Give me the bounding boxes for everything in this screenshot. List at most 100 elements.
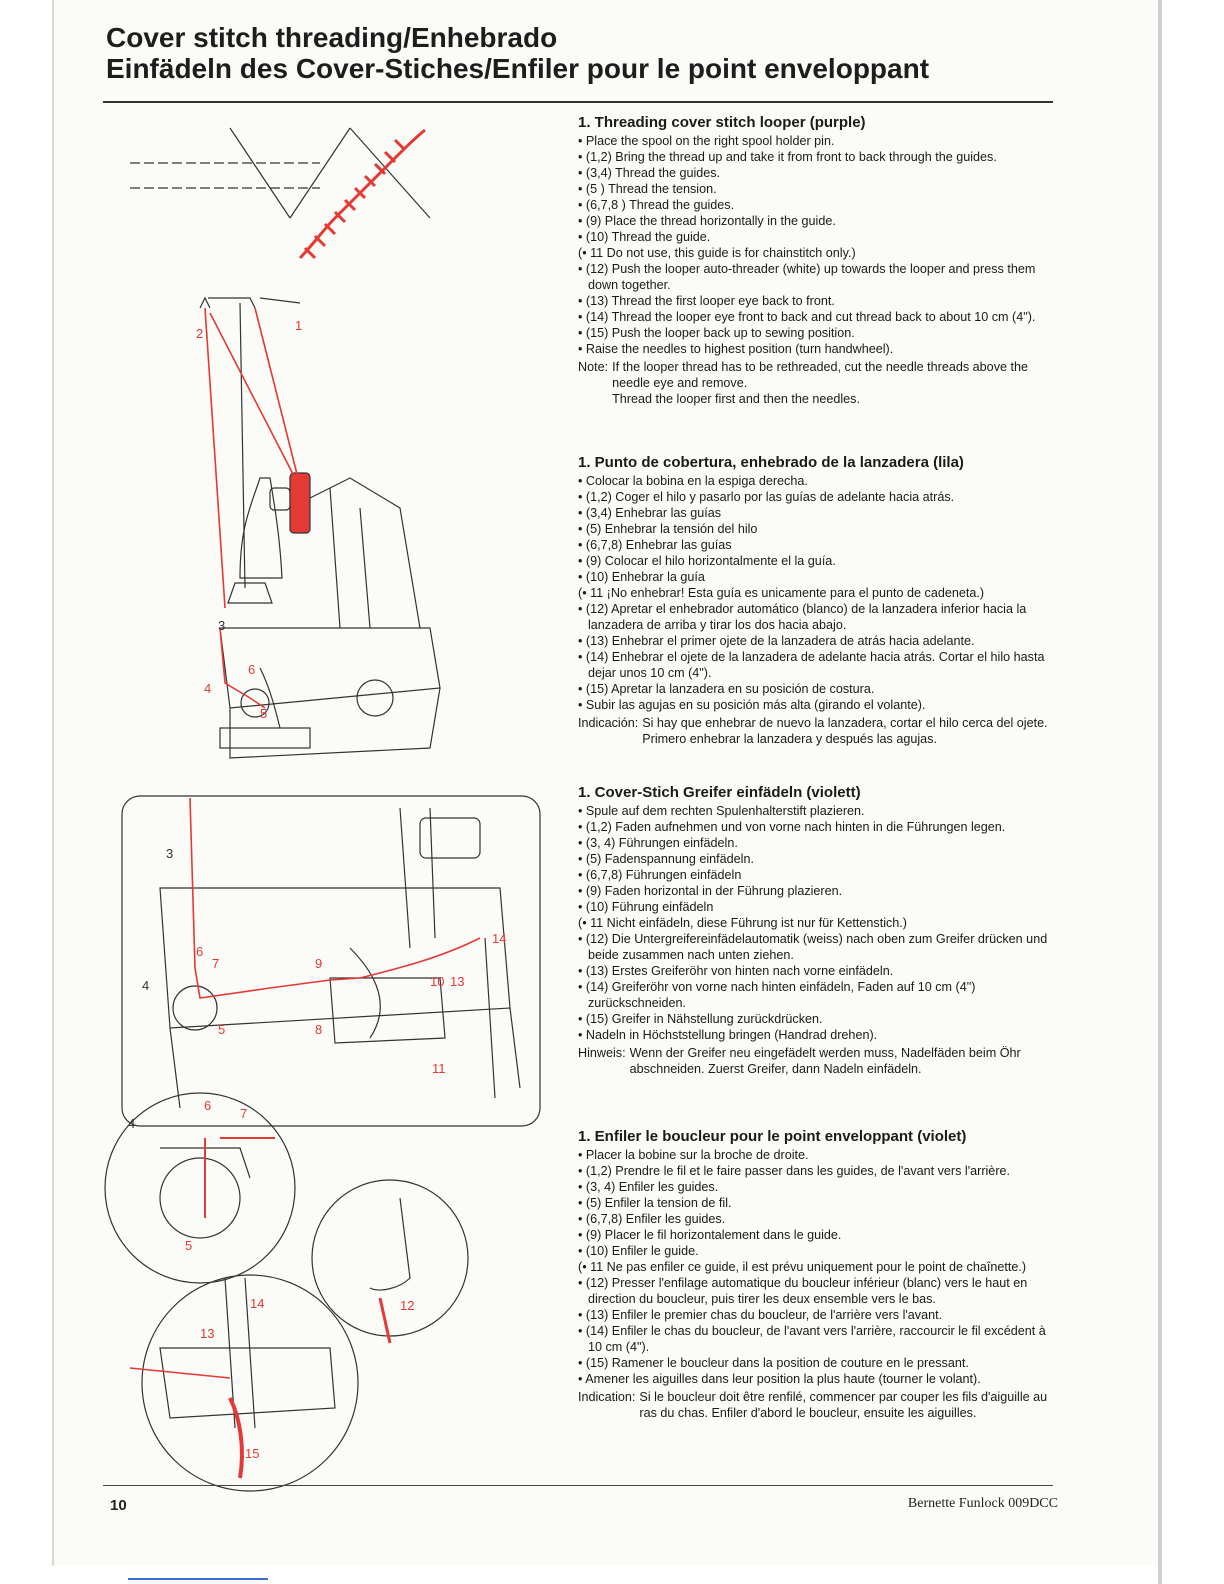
section-heading: 1. Punto de cobertura, enhebrado de la l…: [578, 454, 964, 471]
callout-10b: 10: [430, 974, 444, 989]
page-number: 10: [110, 1497, 127, 1514]
note-label: Note:: [578, 360, 609, 374]
step-item: • (3, 4) Enfiler les guides.: [578, 1180, 719, 1194]
step-item: • (5 ) Thread the tension.: [578, 182, 717, 196]
step-item: • (1,2) Faden aufnehmen und von vorne na…: [578, 820, 1006, 834]
callout-6b: 6: [196, 944, 203, 959]
step-item: • (10) Enhebrar la guía: [578, 570, 705, 584]
step-item: • (1,2) Bring the thread up and take it …: [578, 150, 997, 164]
callout-6: 6: [248, 662, 255, 677]
callout-6d: 6: [204, 1098, 211, 1113]
step-item: • (15) Apretar la lanzadera en su posici…: [578, 682, 875, 696]
thread-path-middle: [189, 797, 481, 999]
step-item: • (14) Greiferöhr von vorne nach hinten …: [578, 980, 976, 1010]
step-item: • (13) Enhebrar el primer ojete de la la…: [578, 634, 975, 648]
callout-1: 1: [295, 318, 302, 333]
step-item: • Placer la bobine sur la broche de droi…: [578, 1148, 809, 1162]
section-heading: 1. Threading cover stitch looper (purple…: [578, 114, 866, 131]
note-line: Wenn der Greifer neu eingefädelt werden …: [629, 1046, 1021, 1076]
step-item: • Subir las agujas en su posición más al…: [578, 698, 926, 712]
step-item: • Raise the needles to highest position …: [578, 342, 894, 356]
callout-8b: 8: [315, 1022, 322, 1037]
step-item: • Colocar la bobina en la espiga derecha…: [578, 474, 808, 488]
step-item: • Spule auf dem rechten Spulenhalterstif…: [578, 804, 865, 818]
step-item: • (3, 4) Führungen einfädeln.: [578, 836, 738, 850]
step-item: • (9) Faden horizontal in der Führung pl…: [578, 884, 843, 898]
step-list: • Place the spool on the right spool hol…: [578, 133, 1063, 357]
step-item: • (14) Enfiler le chas du boucleur, de l…: [578, 1324, 1046, 1354]
step-item: • (15) Push the looper back up to sewing…: [578, 326, 855, 340]
callout-7d: 7: [240, 1106, 247, 1121]
step-item: • (10) Thread the guide.: [578, 230, 711, 244]
page-right-edge: [1158, 0, 1162, 1584]
scan-edge-mark: [128, 1578, 268, 1580]
auto-threader-detail-circle: [311, 1179, 469, 1337]
note-block: Hinweis: Wenn der Greifer neu eingefädel…: [578, 1045, 1063, 1077]
step-item: • (5) Fadenspannung einfädeln.: [578, 852, 754, 866]
step-item: • (3,4) Thread the guides.: [578, 166, 721, 180]
step-item: • (6,7,8) Enhebrar las guías: [578, 538, 732, 552]
section-german: 1. Cover-Stich Greifer einfädeln (violet…: [578, 783, 1063, 1077]
section-heading: 1. Cover-Stich Greifer einfädeln (violet…: [578, 784, 861, 801]
step-item: • Place the spool on the right spool hol…: [578, 134, 835, 148]
step-item: • (12) Die Untergreifereinfädelautomatik…: [578, 932, 1048, 962]
step-item: • (10) Enfiler le guide.: [578, 1244, 699, 1258]
thread-path-top: [204, 307, 299, 709]
step-item: • Nadeln in Höchststellung bringen (Hand…: [578, 1028, 878, 1042]
step-item: • (15) Ramener le boucleur dans la posit…: [578, 1356, 969, 1370]
looper-eye-detail-circle: [141, 1274, 359, 1492]
looper-area-detail: [159, 807, 521, 1109]
callout-5b: 5: [218, 1022, 225, 1037]
step-item: • (9) Place the thread horizontally in t…: [578, 214, 836, 228]
callout-13b: 13: [450, 974, 464, 989]
title-rule: [103, 101, 1053, 103]
note-line: If the looper thread has to be rethreade…: [612, 360, 1028, 390]
callout-4b: 4: [142, 978, 149, 993]
step-item: • (13) Enfiler le premier chas du boucle…: [578, 1308, 943, 1322]
callout-5: 5: [260, 706, 267, 721]
serger-machine-top: [199, 296, 441, 759]
step-item: • (1,2) Coger el hilo y pasarlo por las …: [578, 490, 955, 504]
title-line-2: Einfädeln des Cover-Stiches/Enfiler pour…: [106, 53, 930, 84]
section-english: 1. Threading cover stitch looper (purple…: [578, 113, 1063, 407]
step-item: (• 11 Ne pas enfiler ce guide, il est pr…: [578, 1260, 1027, 1274]
step-item: • (12) Apretar el enhebrador automático …: [578, 602, 1027, 632]
note-label: Indication:: [578, 1390, 636, 1404]
threading-illustration: 1 2 3 4 5 6 3 4 5 6 7 8 9 10 11 13 14 12…: [104, 127, 541, 1492]
stitch-sample-lines: [229, 127, 351, 219]
step-item: • (1,2) Prendre le fil et le faire passe…: [578, 1164, 1011, 1178]
callout-11b: 11: [432, 1061, 446, 1076]
step-item: • (5) Enfiler la tension de fil.: [578, 1196, 732, 1210]
section-french: 1. Enfiler le boucleur pour le point env…: [578, 1127, 1063, 1421]
step-item: • (6,7,8) Enfiler les guides.: [578, 1212, 726, 1226]
step-item: • (6,7,8) Führungen einfädeln: [578, 868, 742, 882]
step-item: • (14) Enhebrar el ojete de la lanzadera…: [578, 650, 1045, 680]
magnified-view-frame: [121, 795, 541, 1127]
page-title: Cover stitch threading/Enhebrado Einfäde…: [106, 22, 929, 84]
callout-12c: 12: [400, 1298, 414, 1313]
step-item: • (10) Führung einfädeln: [578, 900, 714, 914]
step-item: • (14) Thread the looper eye front to ba…: [578, 310, 1036, 324]
section-spanish: 1. Punto de cobertura, enhebrado de la l…: [578, 453, 1063, 747]
callout-7b: 7: [212, 956, 219, 971]
callout-numbers: 1 2 3 4 5 6 3 4 5 6 7 8 9 10 11 13 14 12…: [128, 318, 506, 1461]
note-line: Si le boucleur doit être renfilé, commen…: [639, 1390, 1048, 1420]
note-label: Indicación:: [578, 716, 639, 730]
step-list: • Colocar la bobina en la espiga derecha…: [578, 473, 1063, 713]
tension-detail-circle: [104, 1092, 296, 1284]
step-item: • (3,4) Enhebrar las guías: [578, 506, 722, 520]
section-heading: 1. Enfiler le boucleur pour le point env…: [578, 1128, 967, 1145]
step-item: • (5) Enhebrar la tensión del hilo: [578, 522, 758, 536]
step-item: • (9) Colocar el hilo horizontalmente el…: [578, 554, 836, 568]
callout-3b: 3: [166, 846, 173, 861]
cover-stitch-chain: [298, 128, 426, 260]
step-item: • (13) Thread the first looper eye back …: [578, 294, 835, 308]
callout-9b: 9: [315, 956, 322, 971]
note-line: Si hay que enhebrar de nuevo la lanzader…: [642, 716, 1048, 746]
step-item: (• 11 Nicht einfädeln, diese Führung ist…: [578, 916, 907, 930]
callout-3: 3: [218, 618, 225, 633]
note-line: Thread the looper first and then the nee…: [612, 392, 860, 406]
step-item: (• 11 ¡No enhebrar! Esta guía es unicame…: [578, 586, 985, 600]
callout-15c: 15: [245, 1446, 259, 1461]
step-item: (• 11 Do not use, this guide is for chai…: [578, 246, 856, 260]
